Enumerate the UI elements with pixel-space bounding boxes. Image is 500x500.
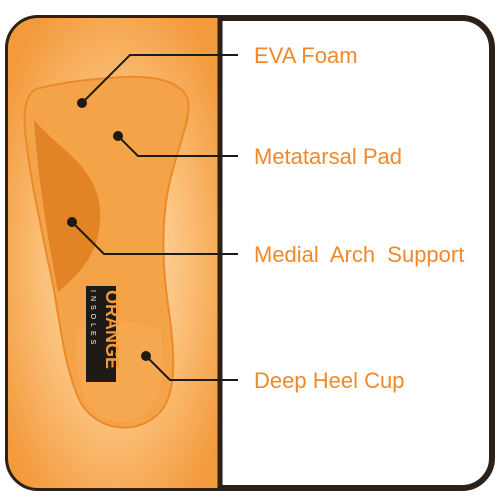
dot-eva-foam (77, 98, 87, 108)
leader-medial-arch-support (71, 221, 238, 255)
brand-logo: ORANGE INSOLES (86, 286, 122, 382)
medial-arch-region (34, 120, 101, 292)
leader-deep-heel-cup (145, 355, 238, 381)
brand-logo-subtext: INSOLES (89, 290, 96, 348)
dot-metatarsal-pad (113, 131, 123, 141)
dot-deep-heel-cup (141, 351, 151, 361)
leader-dots (67, 98, 151, 361)
leader-eva-foam (81, 54, 238, 104)
brand-logo-text: ORANGE (102, 290, 122, 369)
label-metatarsal-pad: Metatarsal Pad (254, 144, 402, 169)
leader-metatarsal-pad (117, 135, 238, 157)
dot-medial-arch-support (67, 217, 77, 227)
leader-lines (71, 54, 238, 381)
label-medial-arch-support: Medial Arch Support (254, 242, 464, 267)
label-deep-heel-cup: Deep Heel Cup (254, 368, 404, 393)
label-eva-foam: EVA Foam (254, 43, 358, 68)
